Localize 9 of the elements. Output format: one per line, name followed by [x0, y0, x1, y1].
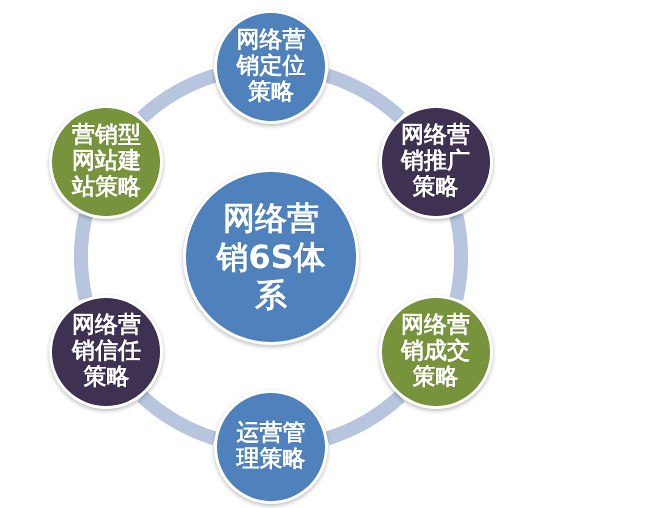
circle-label: 营销型网站建站策略: [70, 123, 142, 201]
circle-label: 网络营销推广策略: [399, 123, 472, 201]
circle-label: 网络营销6S体系: [214, 199, 327, 315]
circle-label: 运营管理策略: [235, 421, 306, 473]
ring-segment: [449, 214, 468, 300]
circle-label: 网络营销信任策略: [70, 313, 142, 391]
circle-label: 网络营销成交策略: [399, 313, 472, 391]
circle-label: 网络营销定位策略: [234, 28, 306, 106]
ring-segment: [74, 214, 93, 300]
